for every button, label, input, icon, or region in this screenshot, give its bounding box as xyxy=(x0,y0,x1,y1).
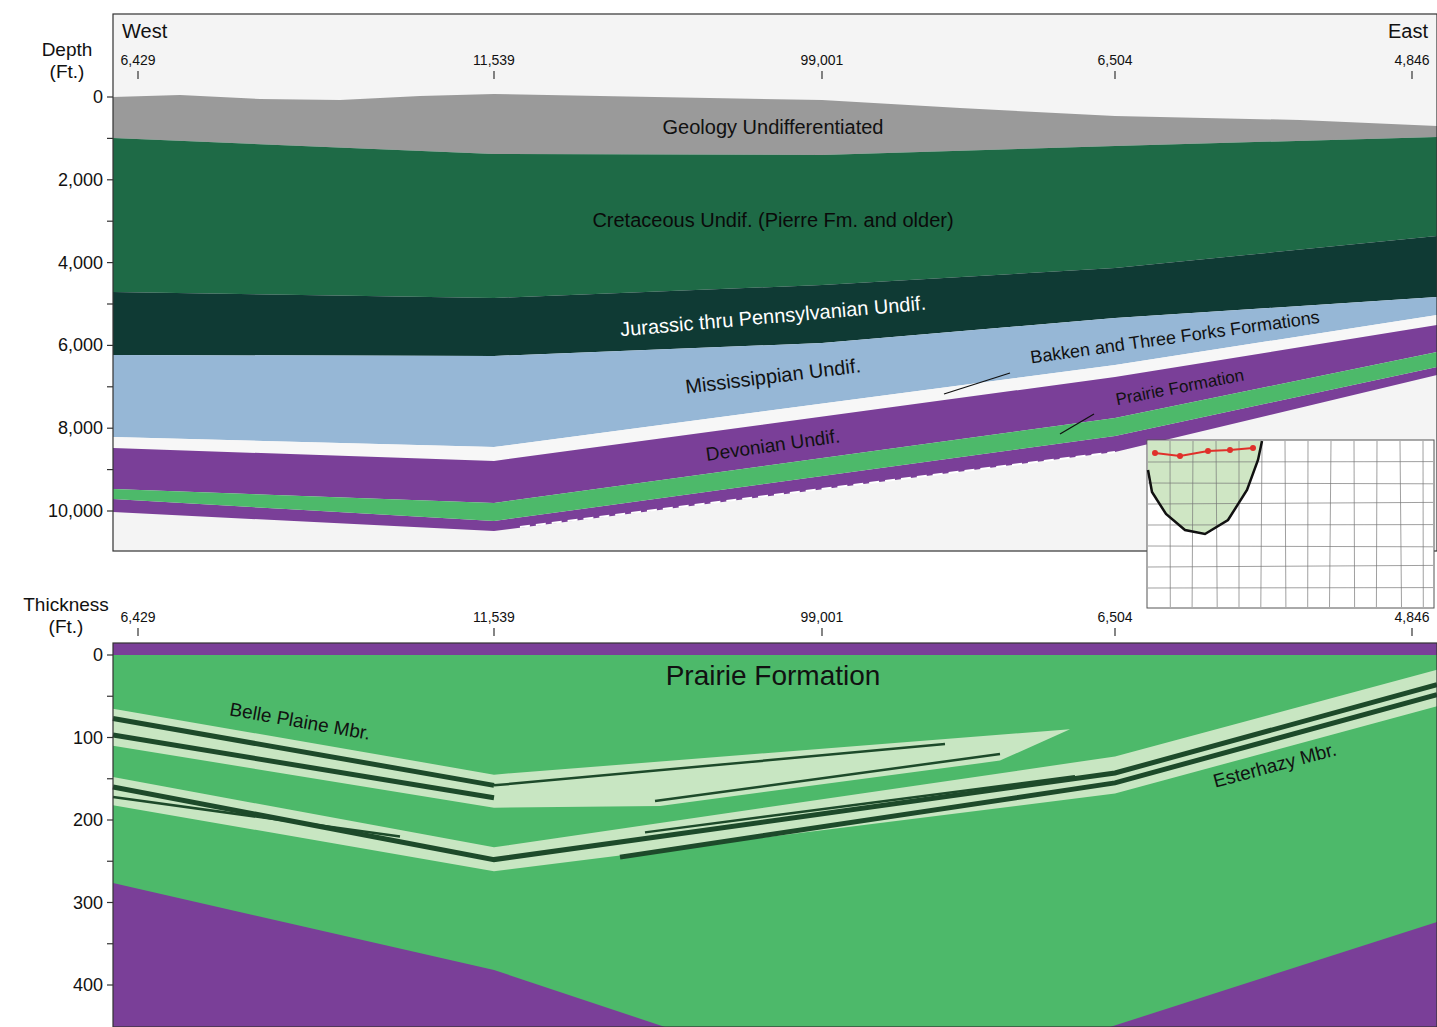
leader-line xyxy=(944,373,1010,394)
depth-tick-label: 6,000 xyxy=(58,335,103,356)
panel-ground xyxy=(113,14,1437,551)
unit-label: Geology Undifferentiated xyxy=(663,115,884,139)
shale-bed xyxy=(620,695,1437,858)
panel-frame xyxy=(113,14,1437,551)
well-id: 4,846 xyxy=(1394,52,1429,68)
unit-label: Cretaceous Undif. (Pierre Fm. and older) xyxy=(592,208,953,232)
thickness-tick-label: 200 xyxy=(73,810,103,831)
thickness-tick-label: 400 xyxy=(73,975,103,996)
band-shape xyxy=(113,643,1437,1027)
well-id: 6,429 xyxy=(120,609,155,625)
depth-tick-label: 0 xyxy=(93,87,103,108)
thickness-tick-label: 0 xyxy=(93,645,103,666)
well-id: 11,539 xyxy=(473,609,515,625)
lower-panel-ground xyxy=(113,643,1437,1027)
shale-bed xyxy=(494,744,945,785)
direction-label: West xyxy=(122,20,167,43)
shale-bed xyxy=(645,776,1075,832)
direction-label: East xyxy=(1388,20,1428,43)
well-id: 6,504 xyxy=(1097,52,1132,68)
shale-bed xyxy=(113,685,1437,860)
panel-frame xyxy=(113,643,1437,1027)
depth-tick-label: 8,000 xyxy=(58,418,103,439)
formation-panel: Prairie FormationBelle Plaine Mbr.Esterh… xyxy=(113,643,1437,1027)
depth-tick-label: 10,000 xyxy=(48,501,103,522)
axis-title: Thickness (Ft.) xyxy=(11,594,121,638)
well-id: 99,001 xyxy=(801,52,844,68)
unit-label: Prairie Formation xyxy=(666,659,881,693)
axis-title: Depth (Ft.) xyxy=(36,39,98,83)
well-id: 6,429 xyxy=(120,52,155,68)
shale-bed xyxy=(113,797,400,837)
thickness-tick-label: 100 xyxy=(73,727,103,748)
member-band: Esterhazy Mbr. xyxy=(113,643,1437,1027)
depth-tick-label: 4,000 xyxy=(58,252,103,273)
thickness-tick-label: 300 xyxy=(73,892,103,913)
depth-tick-label: 2,000 xyxy=(58,169,103,190)
well-id: 11,539 xyxy=(473,52,515,68)
band-fill xyxy=(113,655,1437,1027)
well-id: 4,846 xyxy=(1394,609,1429,625)
leader-line xyxy=(1060,414,1094,434)
well-id: 6,504 xyxy=(1097,609,1132,625)
well-id: 99,001 xyxy=(801,609,844,625)
band-fill xyxy=(113,670,1437,871)
locator-map xyxy=(1147,440,1434,608)
